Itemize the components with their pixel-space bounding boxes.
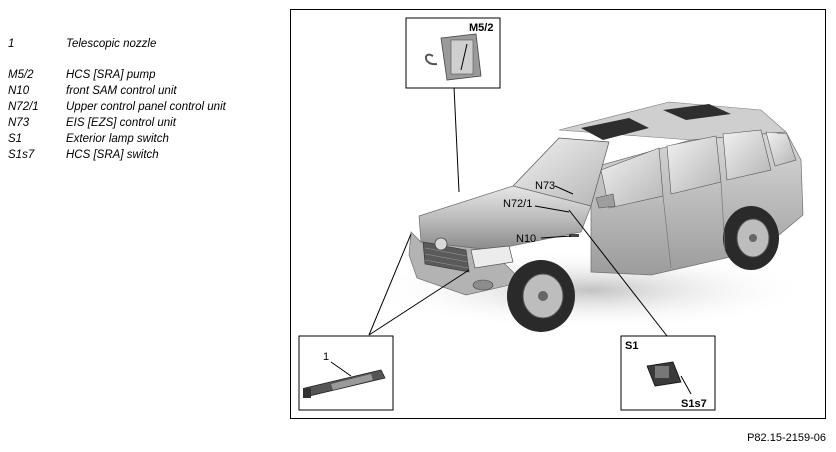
vehicle-illustration: M5/2 N73 N72/1 N10 1 S1 S1s7 bbox=[298, 17, 811, 411]
legend-description: HCS [SRA] pump bbox=[66, 69, 156, 81]
callout-n73: N73 bbox=[535, 180, 555, 192]
legend-row-1: 1 Telescopic nozzle bbox=[8, 36, 288, 52]
legend-code: 1 bbox=[8, 38, 15, 50]
legend-code: S1 bbox=[8, 133, 23, 145]
callout-s1: S1 bbox=[625, 340, 638, 352]
component-location-figure: M5/2 N73 N72/1 N10 1 S1 S1s7 bbox=[290, 9, 826, 419]
legend-row-n72-1: N72/1 Upper control panel control unit bbox=[8, 99, 288, 115]
legend-row-m5-2: M5/2 HCS [SRA] pump bbox=[8, 67, 288, 83]
front-wheel bbox=[507, 260, 575, 332]
legend-code: N10 bbox=[8, 85, 30, 97]
legend-row-s1: S1 Exterior lamp switch bbox=[8, 131, 288, 147]
callout-nozzle: 1 bbox=[323, 351, 329, 363]
legend-description: Telescopic nozzle bbox=[66, 38, 157, 50]
legend-description: Upper control panel control unit bbox=[66, 101, 226, 113]
callout-s1s7: S1s7 bbox=[681, 398, 707, 410]
leader-lines bbox=[368, 86, 668, 337]
legend-code: M5/2 bbox=[8, 69, 34, 81]
inset-telescopic-nozzle bbox=[298, 335, 394, 411]
legend: 1 Telescopic nozzle M5/2 HCS [SRA] pump … bbox=[8, 36, 288, 163]
legend-description: Exterior lamp switch bbox=[66, 133, 169, 145]
reference-code: P82.15-2159-06 bbox=[747, 432, 826, 444]
legend-code: N73 bbox=[8, 117, 30, 129]
suv-body bbox=[408, 101, 804, 332]
legend-row-s1s7: S1s7 HCS [SRA] switch bbox=[8, 147, 288, 163]
legend-description: front SAM control unit bbox=[66, 85, 177, 97]
rear-wheel bbox=[723, 206, 779, 270]
callout-n10: N10 bbox=[516, 233, 536, 245]
callout-m5-2: M5/2 bbox=[469, 22, 493, 34]
legend-description: HCS [SRA] switch bbox=[66, 149, 159, 161]
legend-row-n73: N73 EIS [EZS] control unit bbox=[8, 115, 288, 131]
legend-description: EIS [EZS] control unit bbox=[66, 117, 176, 129]
legend-code: N72/1 bbox=[8, 101, 39, 113]
legend-code: S1s7 bbox=[8, 149, 35, 161]
inset-s1-switch bbox=[620, 335, 716, 411]
inset-m5-2-pump bbox=[405, 17, 501, 89]
legend-row-n10: N10 front SAM control unit bbox=[8, 83, 288, 99]
callout-n72-1: N72/1 bbox=[503, 198, 532, 210]
